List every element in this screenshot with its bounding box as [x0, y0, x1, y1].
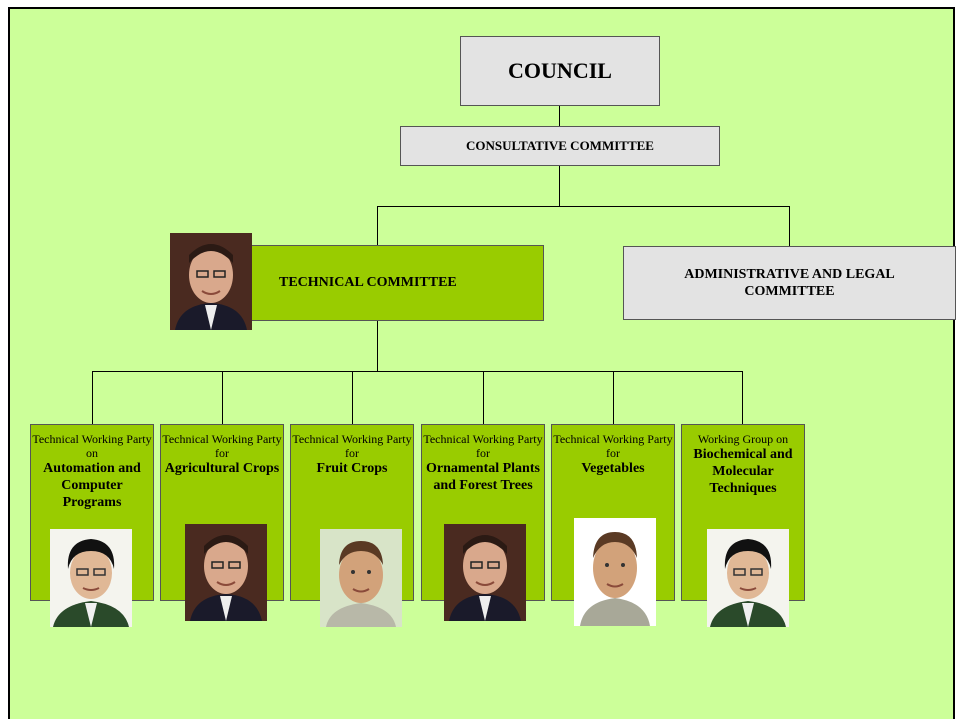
council-box: COUNCIL — [460, 36, 660, 106]
council-label: COUNCIL — [508, 58, 612, 83]
working-party-topic: Automation and Computer Programs — [43, 461, 141, 510]
connector-wp-3 — [352, 371, 353, 424]
working-party-topic: Agricultural Crops — [164, 461, 280, 476]
working-party-topic: Biochemical and Molecular Techniques — [693, 447, 793, 496]
connector-council-consultative — [559, 106, 560, 126]
connector-wp-2 — [222, 371, 223, 424]
administrative-legal-committee-box: ADMINISTRATIVE AND LEGAL COMMITTEE — [623, 246, 956, 320]
working-party-lead: Technical Working Party for — [423, 432, 543, 460]
connector-branch-horizontal — [377, 206, 790, 207]
working-party-lead: Working Group on — [697, 432, 789, 446]
connector-wp-1 — [92, 371, 93, 424]
connector-wp-horizontal — [92, 371, 743, 372]
connector-to-administrative — [789, 206, 790, 246]
chair-photo-icon — [170, 233, 252, 330]
person-photo-icon — [50, 529, 132, 627]
consultative-committee-box: CONSULTATIVE COMMITTEE — [400, 126, 720, 166]
working-party-topic: Ornamental Plants and Forest Trees — [426, 461, 540, 493]
connector-consultative-down — [559, 166, 560, 206]
consultative-committee-label: CONSULTATIVE COMMITTEE — [466, 138, 654, 153]
person-photo-icon — [707, 529, 789, 627]
connector-wp-6 — [742, 371, 743, 424]
connector-wp-4 — [483, 371, 484, 424]
working-party-lead: Technical Working Party for — [292, 432, 412, 460]
person-photo-icon — [574, 518, 656, 626]
working-party-automation: Technical Working Party on Automation an… — [30, 424, 154, 601]
connector-technical-down — [377, 321, 378, 371]
administrative-legal-committee-label: ADMINISTRATIVE AND LEGAL COMMITTEE — [684, 267, 895, 299]
working-party-lead: Technical Working Party for — [162, 432, 282, 460]
org-chart-slide: COUNCIL CONSULTATIVE COMMITTEE TECHNICAL… — [8, 7, 956, 719]
technical-committee-label: TECHNICAL COMMITTEE — [279, 275, 457, 290]
connector-wp-5 — [613, 371, 614, 424]
person-photo-icon — [185, 524, 267, 621]
person-photo-icon — [444, 524, 526, 621]
working-party-lead: Technical Working Party on — [32, 432, 152, 460]
connector-to-technical — [377, 206, 378, 245]
working-party-topic: Vegetables — [581, 461, 645, 476]
person-photo-icon — [320, 529, 402, 627]
working-party-lead: Technical Working Party for — [553, 432, 673, 460]
working-party-topic: Fruit Crops — [316, 461, 388, 476]
